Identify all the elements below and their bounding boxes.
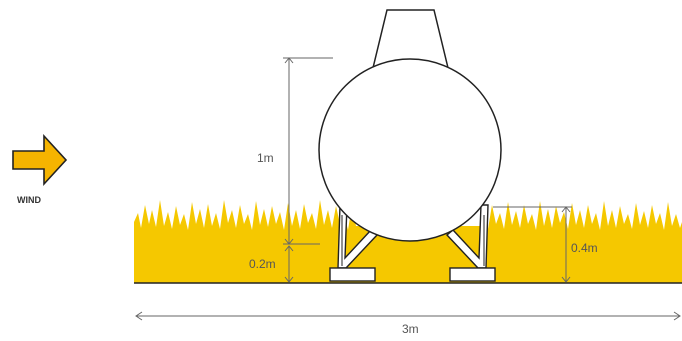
grass-height-label: 0.4m [571, 241, 598, 255]
width-label: 3m [402, 322, 419, 336]
dimension-width [135, 311, 681, 321]
left-foot [329, 267, 376, 282]
leg-height-label: 0.2m [249, 257, 276, 271]
tank-body [318, 58, 502, 242]
dimension-tank-height [283, 57, 333, 245]
wind-label: WIND [17, 195, 41, 205]
wind-arrow-icon [12, 133, 68, 187]
tank-height-label: 1m [257, 151, 274, 165]
right-foot [449, 267, 496, 282]
dimension-grass-height [493, 206, 572, 283]
dimension-leg-height [284, 245, 294, 283]
